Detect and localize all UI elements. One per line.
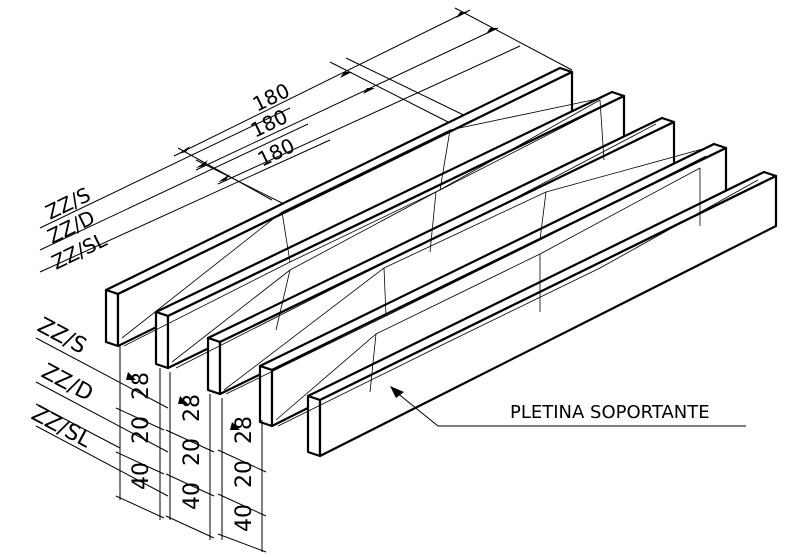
column-value: 28: [180, 394, 205, 422]
bearing-bars: [104, 66, 778, 458]
top-type-labels: ZZ/S ZZ/D ZZ/SL: [39, 107, 331, 274]
column-value: 40: [129, 462, 154, 490]
left-type-label: ZZ/S: [33, 313, 90, 359]
column-value: 20: [129, 416, 154, 444]
callout-label: PLETINA SOPORTANTE: [510, 402, 710, 423]
column-value: 40: [232, 504, 257, 532]
left-type-label: ZZ/D: [37, 359, 97, 407]
column-value: 28: [129, 372, 154, 400]
bearing-bar: [306, 170, 778, 458]
bearing-bar: [154, 90, 626, 370]
dimension-column-1: 28 20 40: [115, 346, 165, 520]
column-arrowheads: [126, 372, 240, 430]
bearing-bar: [258, 142, 728, 428]
dimension-column-3: 28 20 40: [217, 398, 267, 553]
column-value: 20: [232, 460, 257, 488]
zigzag-webs: [121, 97, 759, 427]
callout: PLETINA SOPORTANTE: [390, 386, 746, 427]
left-type-label: ZZ/SL: [27, 401, 96, 453]
top-dimension-lines: [173, 7, 573, 209]
column-value: 40: [180, 482, 205, 510]
dimension-column-2: 28 20 40: [165, 372, 215, 540]
column-value: 20: [180, 438, 205, 466]
